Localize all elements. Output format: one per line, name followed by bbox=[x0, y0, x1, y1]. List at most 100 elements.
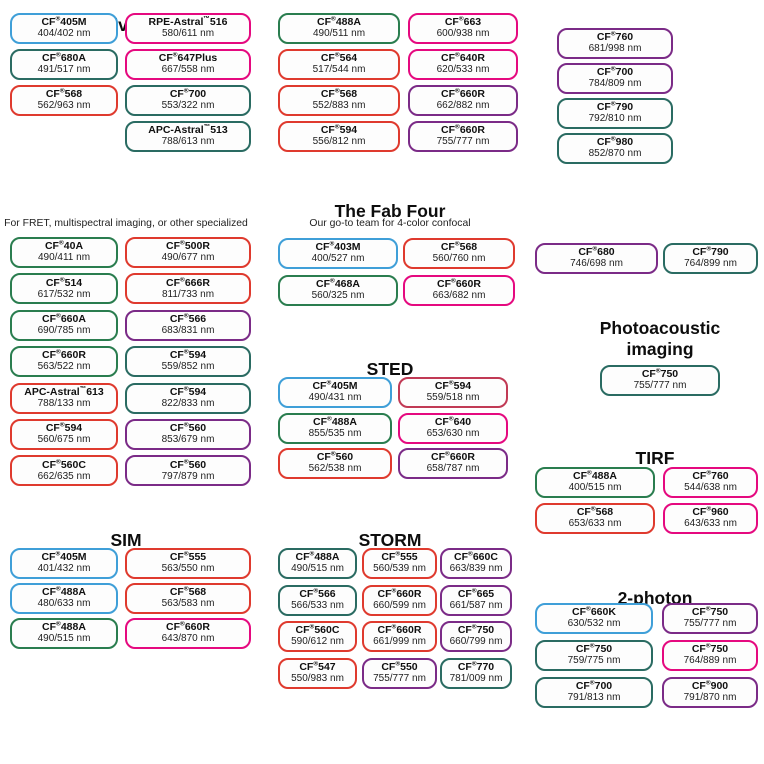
dye-wavelengths: 660/599 nm bbox=[373, 599, 426, 611]
section-title-sim: SIM bbox=[110, 529, 142, 550]
dye-wavelengths: 620/533 nm bbox=[436, 64, 490, 76]
dye-name: CF®665 bbox=[457, 587, 495, 600]
dye-wavelengths: 580/611 nm bbox=[161, 28, 215, 40]
dye-name: CF®488A bbox=[42, 585, 86, 599]
dye-name: CF®660R bbox=[166, 620, 210, 634]
dye-wavelengths: 855/535 nm bbox=[308, 427, 362, 439]
dye-name: CF®750 bbox=[457, 623, 495, 637]
dye-wavelengths: 562/538 nm bbox=[308, 463, 362, 475]
dye-wavelengths: 764/889 nm bbox=[683, 655, 737, 667]
dye-wavelengths: 517/544 nm bbox=[312, 64, 366, 76]
section-title-sted: STED bbox=[366, 358, 414, 379]
dye-wavelengths: 560/675 nm bbox=[37, 434, 91, 446]
dye-name: CF®750 bbox=[691, 605, 729, 619]
dye-name: CF®560 bbox=[169, 458, 207, 471]
dye-name: CF®568 bbox=[45, 87, 83, 101]
dye-wavelengths: 853/679 nm bbox=[161, 434, 215, 446]
dye-wavelengths: 643/633 nm bbox=[684, 518, 737, 530]
dye-wavelengths: 490/431 nm bbox=[308, 392, 362, 404]
dye-wavelengths: 661/999 nm bbox=[373, 636, 426, 648]
dye-wavelengths: 553/322 nm bbox=[161, 100, 215, 112]
dye-name: CF®40A bbox=[44, 239, 84, 253]
dye-name: CF®960 bbox=[692, 505, 729, 519]
dye-wavelengths: 661/587 nm bbox=[449, 599, 503, 611]
dye-wavelengths: 663/682 nm bbox=[432, 290, 486, 302]
dye-wavelengths: 562/963 nm bbox=[37, 100, 91, 112]
dye-wavelengths: 791/870 nm bbox=[683, 692, 737, 704]
dye-name: CF®514 bbox=[45, 276, 83, 289]
dye-wavelengths: 490/515 nm bbox=[37, 633, 91, 645]
dye-name: CF®560C bbox=[295, 623, 340, 637]
dye-name: RPE-Astral™516 bbox=[148, 15, 228, 29]
dye-name: CF®647Plus bbox=[158, 51, 218, 65]
dye-name: CF®566 bbox=[299, 587, 336, 600]
dye-wavelengths: 559/518 nm bbox=[426, 392, 480, 404]
dye-name: CF®680 bbox=[578, 245, 615, 259]
dye-name: CF®980 bbox=[596, 135, 634, 149]
dye-wavelengths: 560/760 nm bbox=[432, 253, 486, 265]
dye-wavelengths: 792/810 nm bbox=[588, 113, 642, 125]
dye-wavelengths: 563/550 nm bbox=[161, 563, 215, 575]
dye-name: CF®488A bbox=[313, 415, 357, 428]
dye-wavelengths: 797/879 nm bbox=[161, 470, 215, 482]
dye-name: CF®770 bbox=[457, 660, 495, 674]
dye-wavelengths: 667/558 nm bbox=[161, 64, 215, 76]
dye-name: CF®660R bbox=[377, 623, 422, 637]
dye-wavelengths: 658/787 nm bbox=[426, 463, 480, 475]
dye-wavelengths: 490/411 nm bbox=[37, 252, 91, 264]
dye-wavelengths: 663/839 nm bbox=[449, 563, 503, 575]
dye-name: CF®468A bbox=[316, 277, 360, 291]
dye-name: CF®550 bbox=[381, 660, 418, 674]
dye-name: CF®405M bbox=[312, 379, 358, 393]
dye-name: CF®900 bbox=[691, 679, 729, 693]
dye-wavelengths: 788/133 nm bbox=[37, 397, 91, 409]
dye-name: CF®660R bbox=[431, 450, 475, 464]
section-subtitle-fab-four: Our go-to team for 4-color confocal bbox=[309, 218, 471, 230]
section-title-fab-four: The Fab Four bbox=[334, 200, 446, 221]
dye-wavelengths: 566/533 nm bbox=[291, 599, 344, 611]
dye-name: CF®660R bbox=[377, 587, 422, 600]
dye-name: CF®568 bbox=[440, 240, 478, 254]
dye-wavelengths: 822/833 nm bbox=[161, 397, 215, 409]
dye-wavelengths: 746/698 nm bbox=[570, 258, 623, 270]
dye-name: APC-Astral™613 bbox=[24, 385, 104, 398]
